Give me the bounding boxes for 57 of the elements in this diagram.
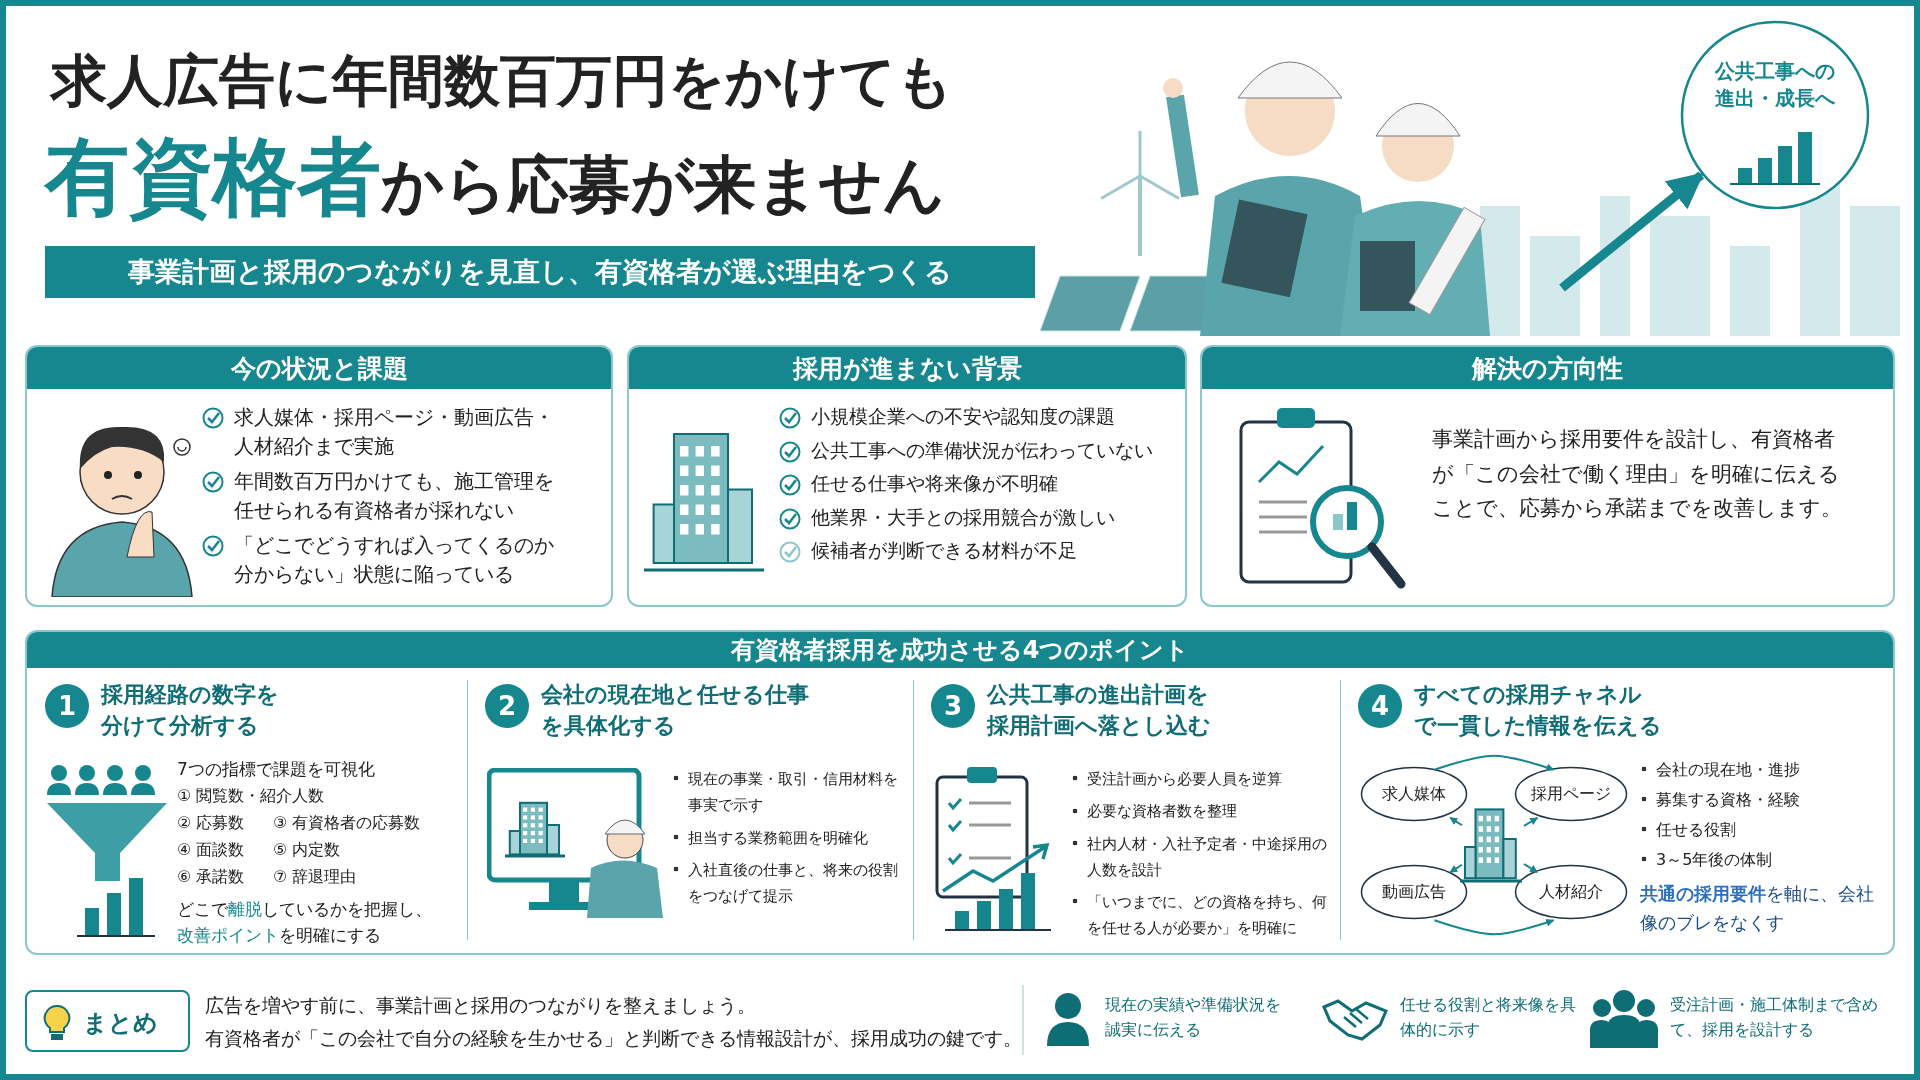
panel-header: 今の状況と課題 <box>27 347 611 389</box>
summary-box <box>25 990 190 1052</box>
metric-item: ② 応募数 <box>177 813 246 834</box>
subtitle-banner: 事業計画と採用のつながりを見直し、有資格者が選ぶ理由をつくる <box>45 246 1035 298</box>
metric-item: ⑦ 辞退理由 <box>273 867 358 888</box>
number-badge: 3 <box>931 684 975 728</box>
metric-item: ① 閲覧数・紹介人数 <box>177 786 326 807</box>
arrow <box>1523 863 1539 874</box>
headline: 有資格者から応募が来ません <box>45 127 946 228</box>
arrow <box>1449 816 1463 827</box>
metric-item: ③ 有資格者の応募数 <box>273 813 422 834</box>
channel-label: 人材紹介 <box>1538 881 1604 903</box>
number-badge: 4 <box>1358 684 1402 728</box>
point-heading: すべての採用チャネルで一貫した情報を伝える <box>1414 681 1662 740</box>
arrow <box>1449 863 1463 874</box>
point-heading: 会社の現在地と任せる仕事を具体化する <box>541 681 810 740</box>
point-note: どこで離脱しているかを把握し、改善ポイントを明確にする <box>177 898 433 948</box>
section-header: 有資格者採用を成功させる4つのポイント <box>27 632 1893 668</box>
panel-text: 事業計画から採用要件を設計し、有資格者が「この会社で働く理由」を明確に伝えることで、応募から承諾までを改善します。 <box>1432 426 1843 523</box>
summary-title: まとめ <box>83 1008 159 1039</box>
goal-text: 公共工事への進出・成長へ <box>1713 58 1836 112</box>
number-badge: 2 <box>485 684 529 728</box>
checklist-item: 公共工事への準備状況が伝わっていない <box>811 437 1154 463</box>
info-panel <box>25 345 613 607</box>
metrics-intro: 7つの指標で課題を可視化 <box>177 758 376 781</box>
point-heading: 公共工事の進出計画を採用計画へ落とし込む <box>987 681 1212 740</box>
arrow <box>1433 754 1555 772</box>
panel-header: 採用が進まない背景 <box>629 347 1185 389</box>
checklist-item: 「どこでどうすれば入ってくるのか分からない」状態に陥っている <box>234 532 555 588</box>
checklist-item: 他業界・大手との採用競合が激しい <box>811 504 1116 530</box>
channel-label: 求人媒体 <box>1381 783 1447 805</box>
points-panel <box>25 630 1895 955</box>
info-panel <box>627 345 1187 607</box>
checklist-item: 求人媒体・採用ページ・動画広告・人材紹介まで実施 <box>234 404 555 460</box>
panel-header: 解決の方向性 <box>1202 347 1893 389</box>
arrow <box>1559 171 1705 292</box>
point-note: 共通の採用要件を軸に、会社像のブレをなくす <box>1640 882 1875 935</box>
note-text: 受注計画・施工体制まで含めて、採用を設計する <box>1670 994 1879 1041</box>
metric-item: ⑥ 承諾数 <box>177 867 246 888</box>
title: 求人広告に年間数百万円をかけても <box>51 47 954 115</box>
info-panel <box>1200 345 1895 607</box>
summary-text: 有資格者が「この会社で自分の経験を生かせる」と判断できる情報設計が、採用成功の鍵です。 <box>205 1026 1023 1051</box>
channel-label: 採用ページ <box>1530 783 1612 805</box>
metric-item: ⑤ 内定数 <box>273 840 342 861</box>
note-text: 現在の実績や準備状況を誠実に伝える <box>1105 994 1282 1041</box>
arrow <box>1523 816 1539 827</box>
checklist-item: 任せる仕事や将来像が不明確 <box>811 471 1059 497</box>
note-text: 任せる役割と将来像を具体的に示す <box>1400 994 1577 1041</box>
summary-text: 広告を増やす前に、事業計画と採用のつながりを整えましょう。 <box>205 993 757 1018</box>
checklist-item: 年間数百万円かけても、施工管理を任せられる有資格者が採れない <box>234 468 555 524</box>
number-badge: 1 <box>45 684 89 728</box>
metric-item: ④ 面談数 <box>177 840 246 861</box>
checklist-item: 候補者が判断できる材料が不足 <box>811 538 1078 564</box>
point-heading: 採用経路の数字を分けて分析する <box>101 681 280 740</box>
arrow <box>1433 918 1555 936</box>
checklist-item: 小規模企業への不安や認知度の課題 <box>811 404 1116 429</box>
channel-label: 動画広告 <box>1381 881 1447 903</box>
